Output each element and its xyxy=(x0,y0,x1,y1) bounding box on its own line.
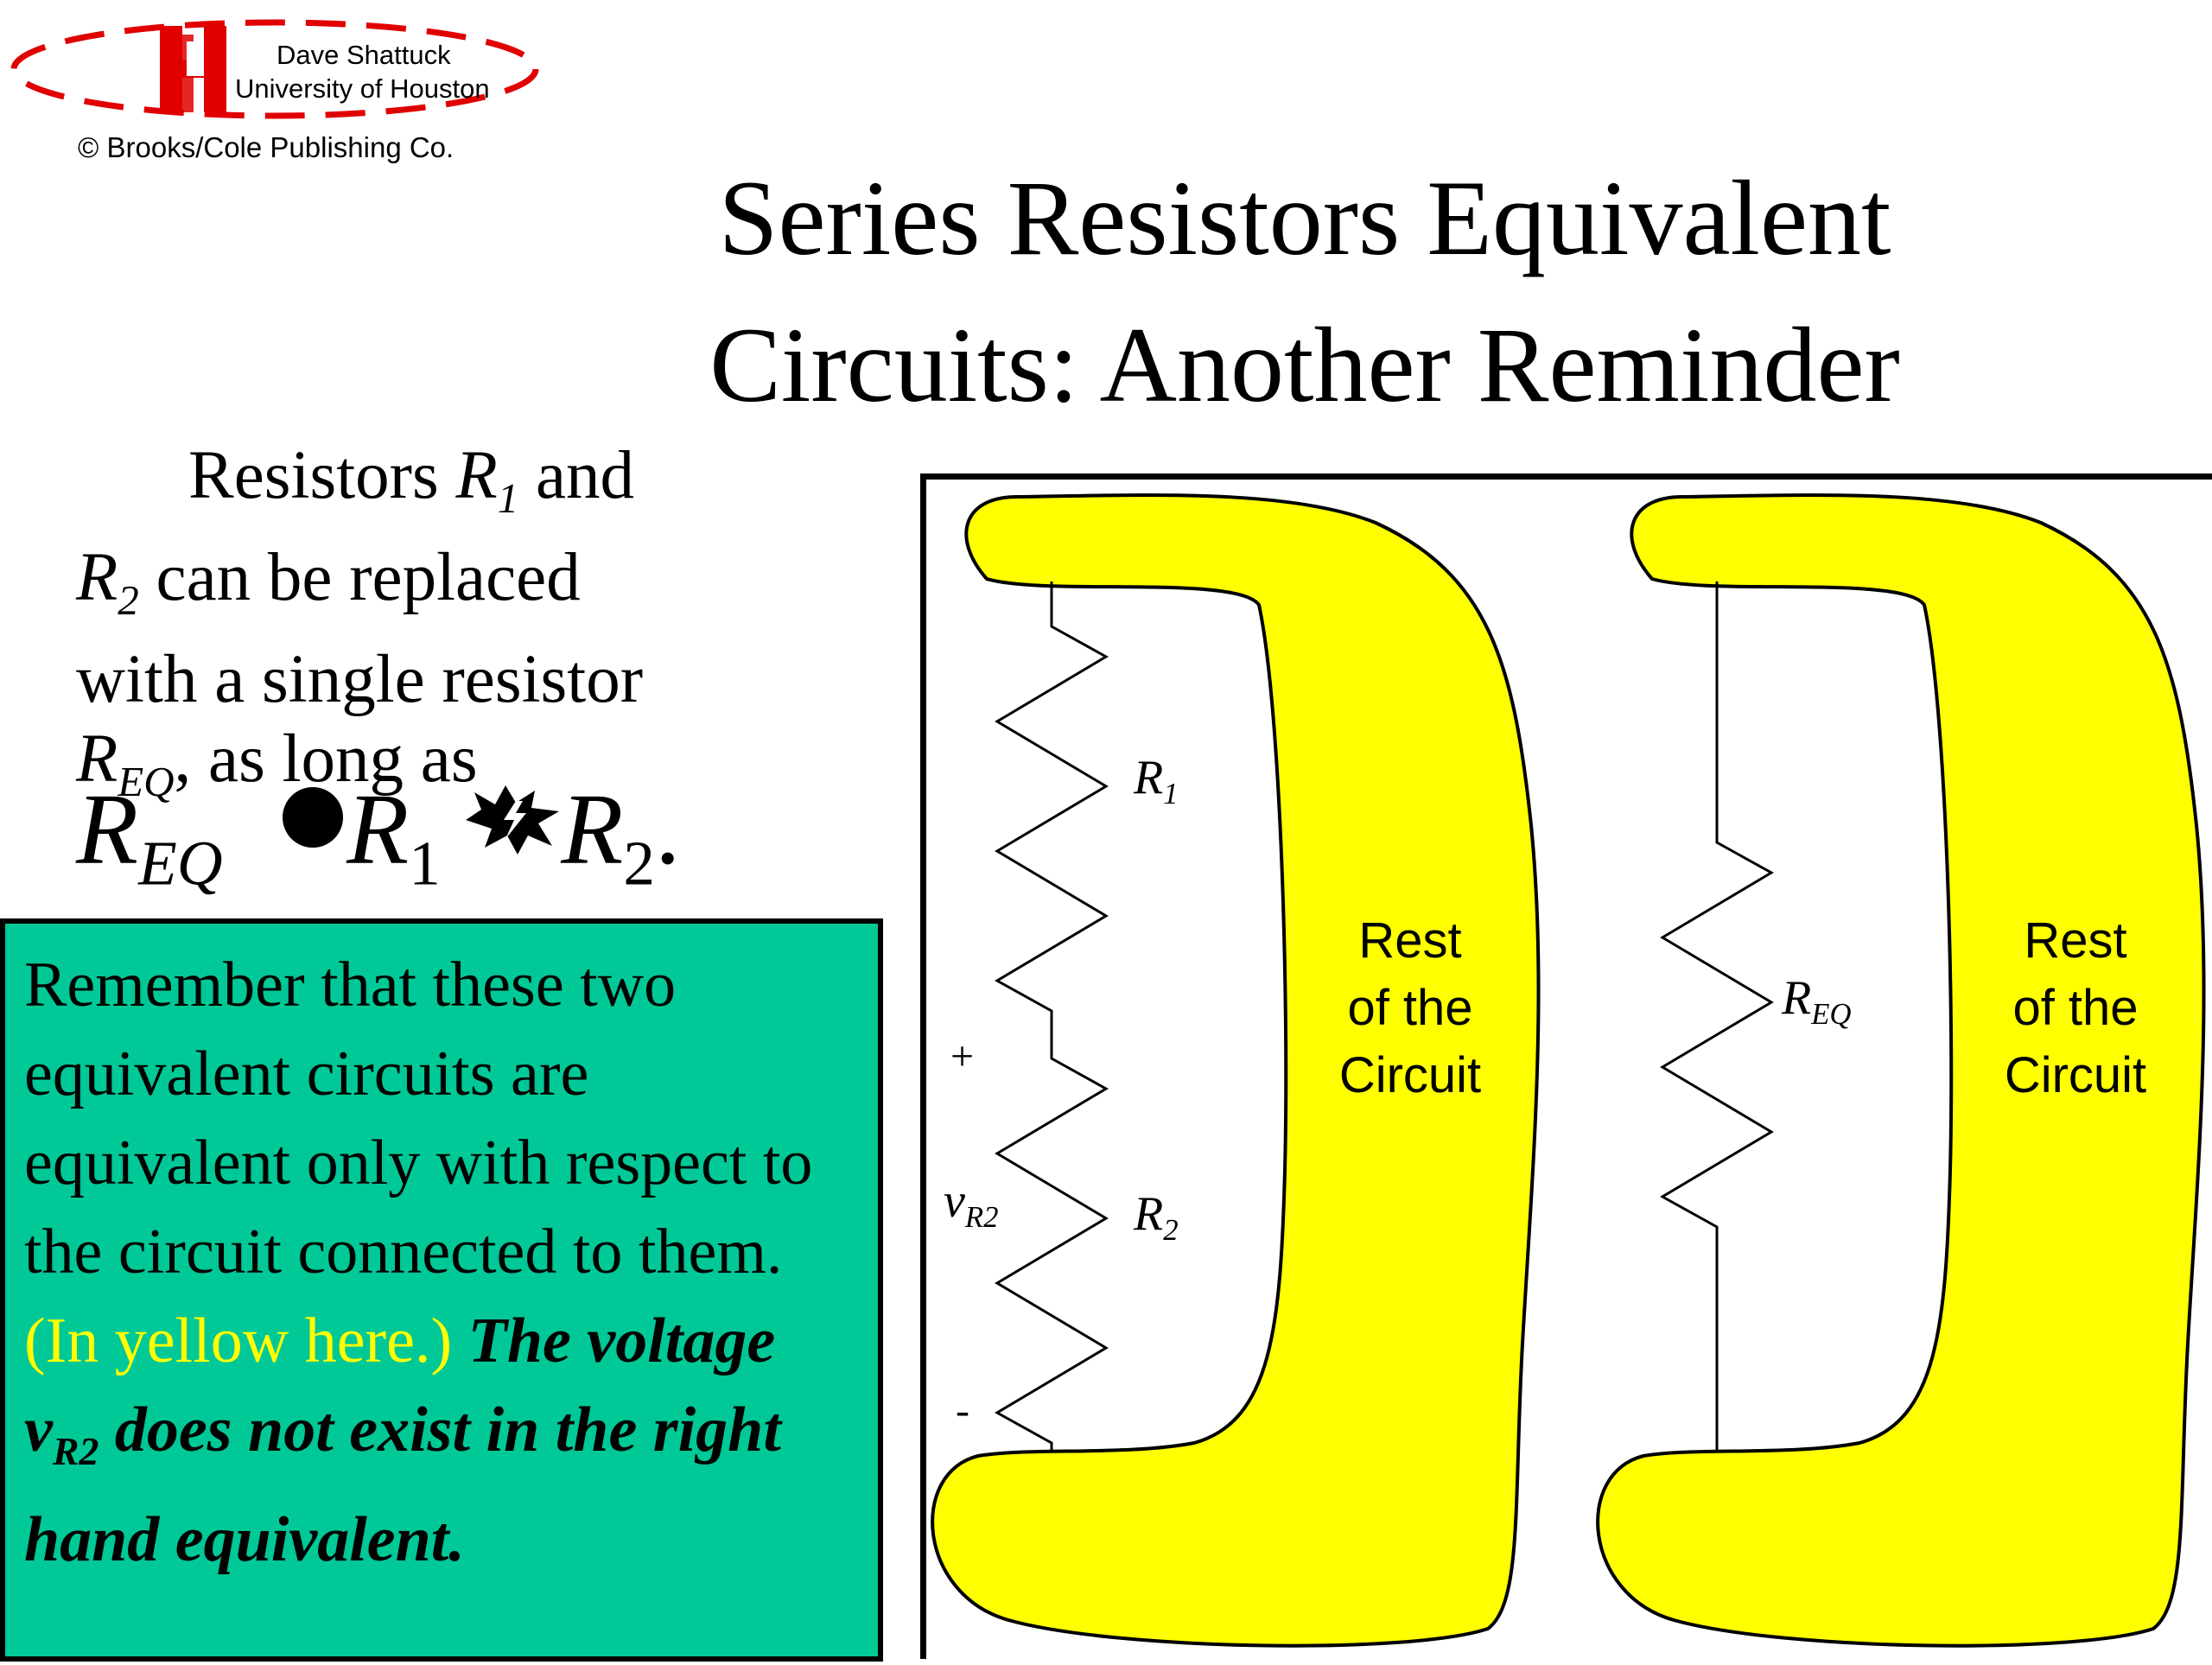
circuit-drawing xyxy=(931,493,2206,1648)
right-blob-label: Rest of the Circuit xyxy=(2004,912,2147,1103)
r2-label: R2 xyxy=(1134,1187,1179,1248)
uh-logo-icon xyxy=(10,19,539,119)
circuit-diagram: R1 R2 REQ vR2 + - Rest of the Circuit Re… xyxy=(920,473,2212,1659)
intro-word: and xyxy=(535,438,635,513)
eq-period: . xyxy=(654,772,681,886)
header-logo: Dave Shattuck University of Houston xyxy=(0,0,570,173)
note-emphasis: The voltage vR2 does not exist in the ri… xyxy=(24,1306,781,1575)
reminder-note-box: Remember that these two equivalent circu… xyxy=(0,918,883,1662)
minus-sign: - xyxy=(956,1388,969,1433)
req-symbol: REQ xyxy=(76,721,175,805)
plus-sign: + xyxy=(950,1033,975,1079)
intro-word: Resistors xyxy=(188,438,439,513)
intro-word: , as long as xyxy=(174,721,478,797)
right-rest-of-circuit-blob xyxy=(1596,493,2206,1648)
intro-word: can be replaced xyxy=(156,539,581,615)
plus-glyph-icon xyxy=(466,760,561,881)
intro-word: with a single resistor xyxy=(76,641,644,717)
equivalence-equation: REQ R1 R2. xyxy=(76,760,897,899)
note-highlight: (In yellow here.) xyxy=(24,1306,453,1376)
intro-text: Resistors R1 and R2 can be replaced with… xyxy=(76,436,897,821)
institution-name: University of Houston xyxy=(235,73,490,104)
equivalent-resistor xyxy=(1659,581,1775,1452)
r1-label: R1 xyxy=(1134,751,1179,811)
copyright-notice: © Brooks/Cole Publishing Co. xyxy=(78,131,454,163)
eq-lhs: REQ xyxy=(76,772,223,899)
voltage-label: vR2 xyxy=(944,1174,999,1235)
equals-glyph-icon xyxy=(283,787,344,848)
left-blob-label: Rest of the Circuit xyxy=(1338,912,1482,1103)
r1-symbol: R1 xyxy=(455,438,519,522)
eq-term2: R2 xyxy=(561,772,655,899)
note-text: Remember that these two equivalent circu… xyxy=(24,950,813,1287)
title-line-1: Series Resistors Equivalent xyxy=(718,159,1891,277)
req-label: REQ xyxy=(1782,971,1852,1032)
series-resistor-chain xyxy=(994,581,1109,1452)
author-name: Dave Shattuck xyxy=(276,40,451,70)
eq-term1: R1 xyxy=(346,772,441,899)
page-title: Series Resistors Equivalent Circuits: An… xyxy=(596,145,2013,439)
left-rest-of-circuit-blob xyxy=(931,493,1541,1648)
title-line-2: Circuits: Another Reminder xyxy=(709,306,1900,424)
r2-symbol: R2 xyxy=(76,539,139,624)
